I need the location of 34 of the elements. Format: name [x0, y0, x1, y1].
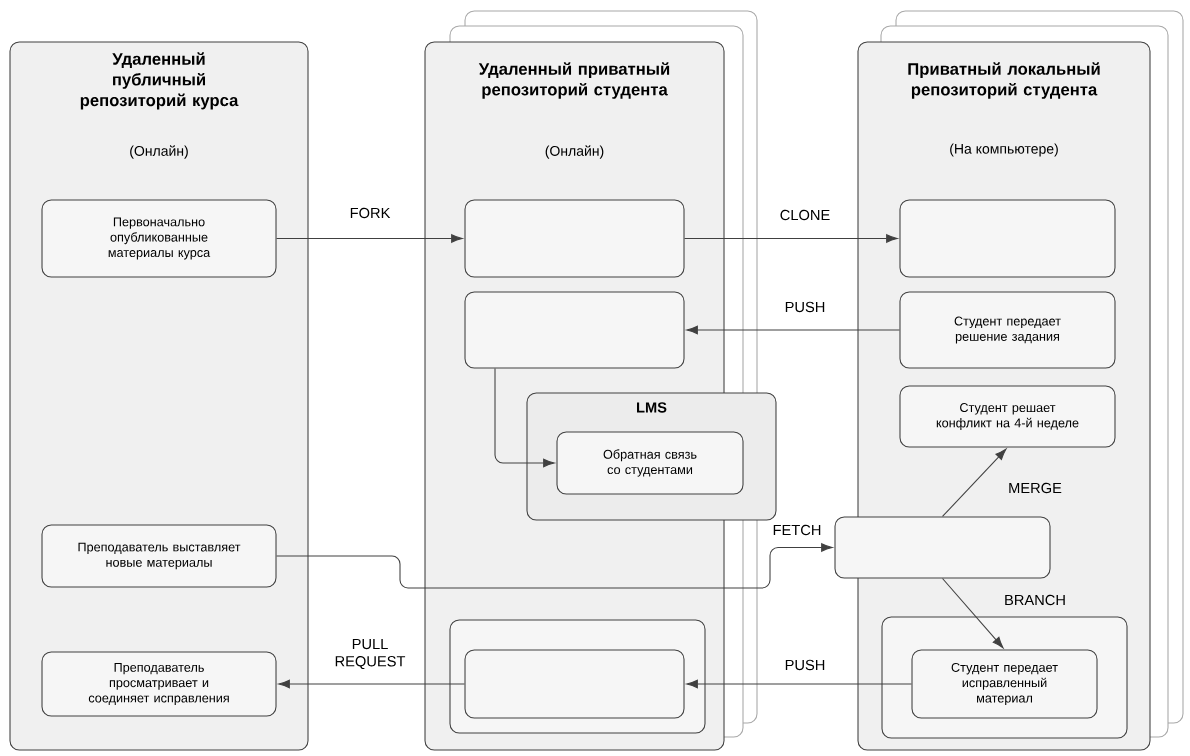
- arrow: [684, 234, 898, 243]
- arrow: [276, 234, 463, 243]
- edge-label: FORK: [347, 205, 393, 221]
- rounded-box: Студент передает исправленный материал: [911, 649, 1098, 719]
- column-subtitle: (Онлайн): [545, 145, 604, 159]
- column-title: Удаленный публичный репозиторий курса: [80, 52, 239, 110]
- arrow: [941, 578, 1004, 649]
- edge-label: PULL REQUEST: [328, 636, 412, 672]
- edge-label: PUSH: [782, 657, 828, 673]
- column-title: Приватный локальный репозиторий студента: [908, 62, 1100, 99]
- rounded-box: Студент решает конфликт на 4-й неделе: [899, 385, 1116, 448]
- rounded-box: Студент передает решение задания: [899, 291, 1116, 369]
- column-subtitle: (Онлайн): [130, 145, 188, 159]
- arrow: [276, 543, 833, 589]
- arrow: [686, 679, 912, 689]
- empty-box: [464, 199, 685, 278]
- empty-box: [464, 291, 685, 369]
- arrow: [494, 368, 555, 468]
- edge-label: FETCH: [770, 522, 824, 538]
- empty-box: [834, 516, 1051, 579]
- empty-box: [464, 649, 685, 719]
- rounded-box: Преподаватель выставляет новые материалы: [41, 524, 277, 588]
- edge-label: CLONE: [777, 207, 833, 223]
- column-title: Удаленный приватный репозиторий студента: [478, 62, 670, 99]
- column-subtitle: (На компьютере): [950, 143, 1058, 157]
- group-title: LMS: [637, 402, 667, 413]
- arrow: [686, 325, 900, 335]
- arrow: [941, 448, 1007, 517]
- arrow: [278, 679, 465, 689]
- rounded-box: Обратная связь со студентами: [556, 431, 744, 495]
- rounded-box: Первоначально опубликованные материалы курса: [41, 199, 277, 278]
- rounded-box: Преподаватель просматривает и соединяет исправления: [41, 651, 277, 717]
- edge-label: PUSH: [782, 299, 828, 315]
- empty-box: [899, 199, 1116, 278]
